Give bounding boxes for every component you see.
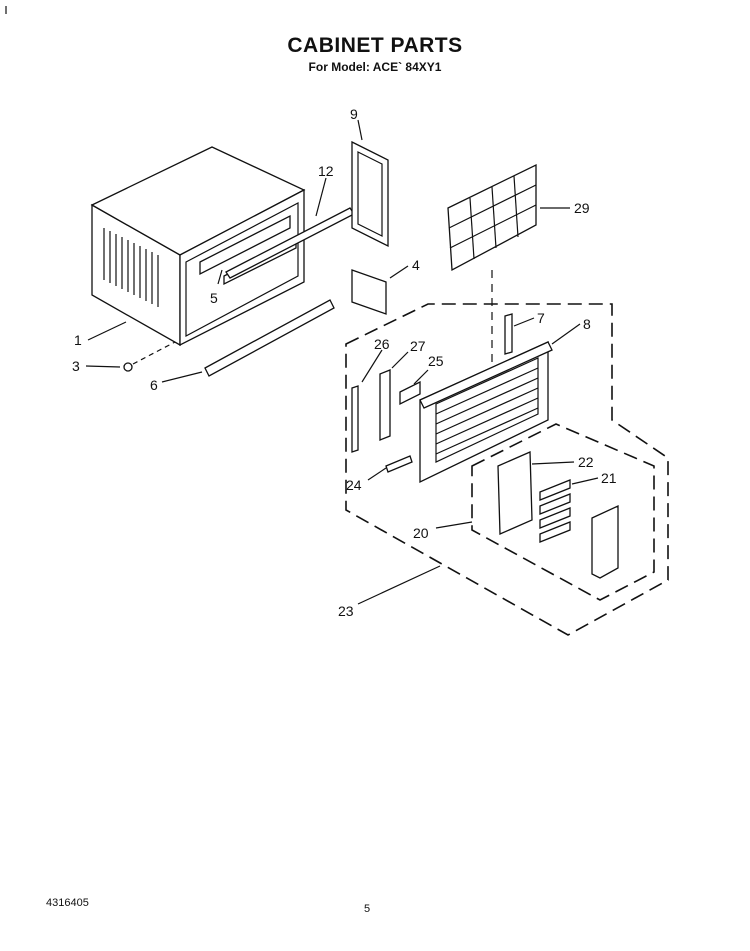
part-3-screw	[123, 362, 133, 372]
callout-4: 4	[412, 257, 420, 273]
callout-20: 20	[413, 525, 429, 541]
callout-21: 21	[601, 470, 617, 486]
leader-lines	[85, 119, 599, 605]
callout-5: 5	[210, 290, 218, 306]
part-8-front-grille	[419, 340, 553, 484]
assembly-outline-20	[471, 423, 655, 601]
callout-3: 3	[72, 358, 80, 374]
callout-29: 29	[574, 200, 590, 216]
part-27-strip	[379, 369, 391, 441]
part-frame	[591, 504, 619, 579]
page-number: 5	[364, 903, 371, 915]
callout-23: 23	[338, 603, 354, 619]
part-26-strip	[351, 385, 359, 453]
part-9-panel	[351, 140, 389, 248]
part-21-louvers	[539, 479, 571, 543]
callout-8: 8	[583, 316, 591, 332]
part-4-gasket	[351, 269, 387, 315]
callout-6: 6	[150, 377, 158, 393]
callout-7: 7	[537, 310, 545, 326]
callout-27: 27	[410, 338, 426, 354]
callout-22: 22	[578, 454, 594, 470]
callout-24: 24	[346, 477, 362, 493]
part-25-block	[399, 380, 421, 406]
model-subtitle: For Model: ACE` 84XY1	[308, 60, 442, 74]
page-title: CABINET PARTS	[287, 34, 463, 57]
part-24-clips	[385, 455, 413, 473]
callout-25: 25	[428, 353, 444, 369]
assembly-outline-23	[345, 303, 669, 636]
callout-12: 12	[318, 163, 334, 179]
callout-9: 9	[350, 106, 358, 122]
callout-1: 1	[74, 332, 82, 348]
part-6-rail	[204, 299, 335, 377]
part-7-strip	[504, 313, 513, 355]
part-29-filter	[447, 163, 537, 272]
cabinet-drawing	[90, 146, 306, 347]
part-22-bracket	[497, 451, 533, 535]
document-number: 4316405	[46, 897, 89, 909]
callout-26: 26	[374, 336, 390, 352]
